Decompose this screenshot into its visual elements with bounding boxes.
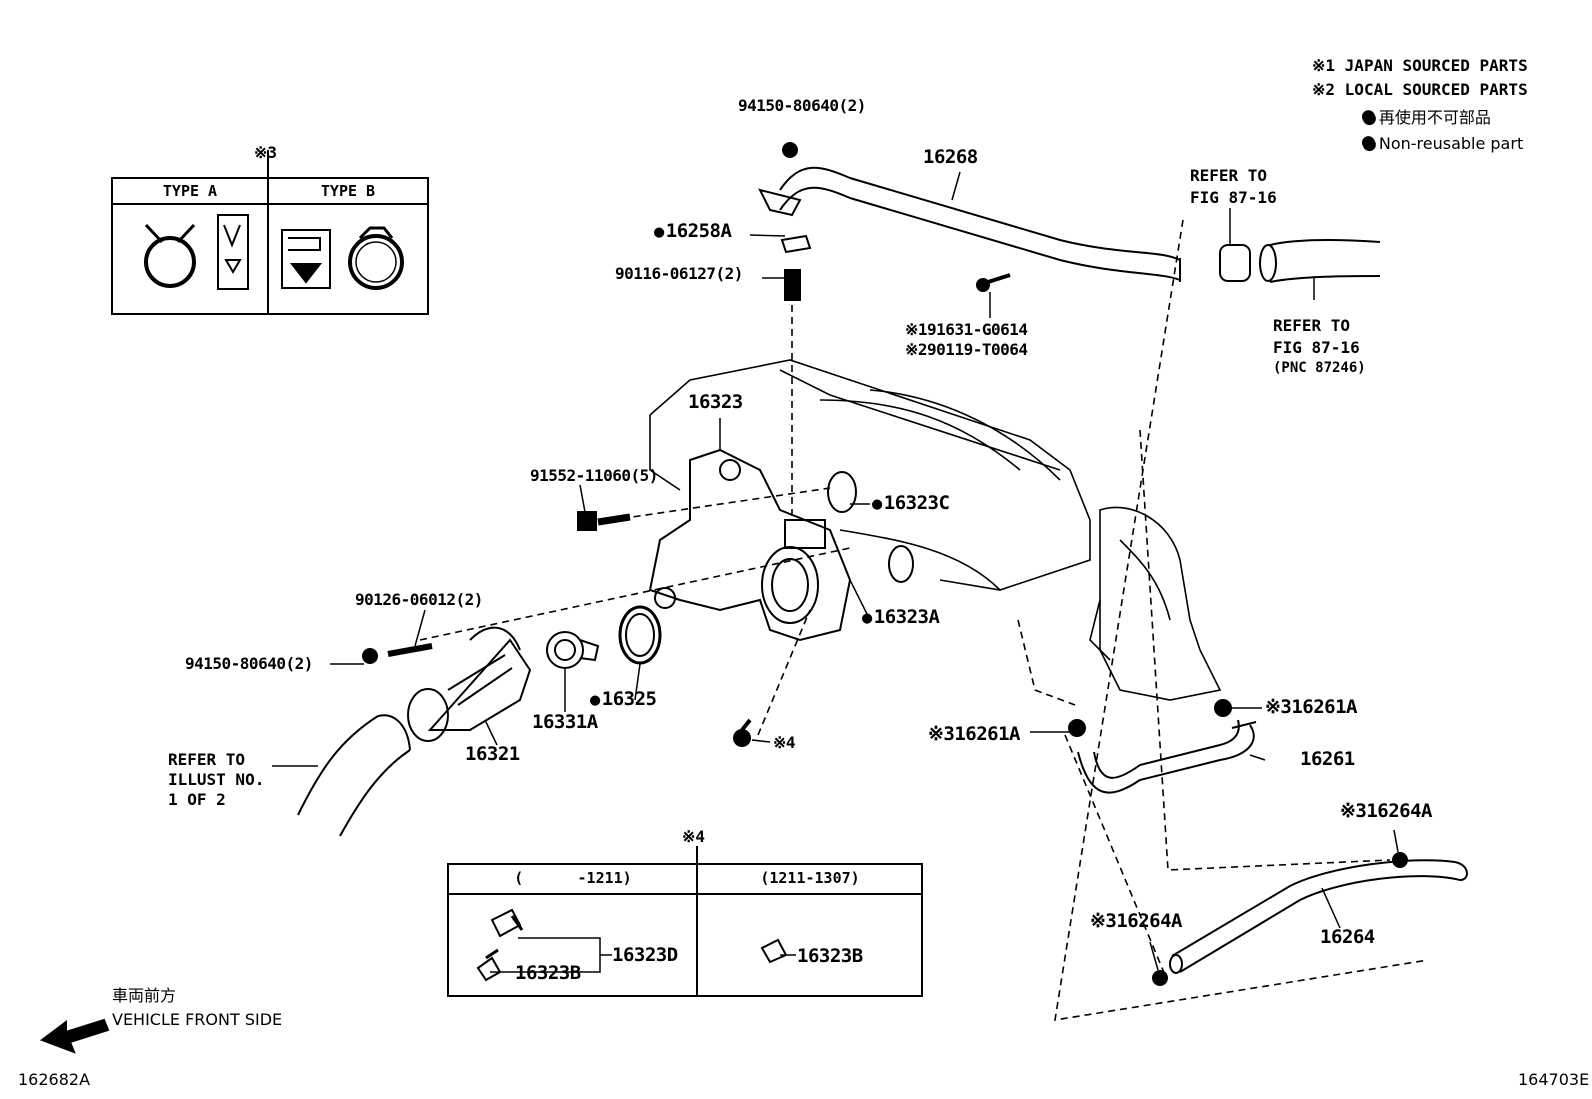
- vehicle-front-arrow-icon: [39, 1018, 110, 1054]
- inset-box: [447, 846, 923, 997]
- refer-left-line1: REFER TO: [168, 750, 246, 769]
- refer-top-line1: REFER TO: [1190, 166, 1268, 185]
- illustration-id-left: 162682A: [18, 1070, 91, 1089]
- engine-block: [649, 359, 1222, 701]
- illustration-id-right: 164703E: [1518, 1070, 1590, 1089]
- refer-right-line2: FIG 87-16: [1273, 338, 1360, 357]
- part-16264: 16264: [1320, 926, 1375, 948]
- fasteners-left: [362, 511, 752, 747]
- part-16258A: 16258A: [654, 222, 732, 241]
- legend-dot-icon-1: ●: [1361, 106, 1376, 126]
- part-16325: 16325: [590, 690, 657, 709]
- part-16323A: 16323A: [862, 608, 940, 627]
- bypass-pipe-16268: [758, 142, 1181, 301]
- legend-nonreusable-jp: 再使用不可部品: [1362, 110, 1491, 127]
- part-94150-left: 94150-80640(2): [185, 654, 313, 673]
- part-290119: ※290119-T0064: [905, 340, 1028, 359]
- part-94150-top: 94150-80640(2): [738, 96, 866, 115]
- inset-box-mark: ※4: [682, 827, 706, 846]
- hose-16261: [1068, 699, 1257, 794]
- clamp-box-mark: ※3: [254, 143, 278, 162]
- inset-col2-header: (1211-1307): [760, 869, 860, 887]
- hose-16264: [1152, 852, 1468, 986]
- clamp-type-box: [111, 150, 429, 315]
- part-16264A-bottom: ※316264A: [1090, 910, 1183, 932]
- part-90126: 90126-06012(2): [355, 590, 483, 609]
- thermostat-16331A: [546, 631, 600, 669]
- upper-hose-ref: [1219, 239, 1381, 283]
- part-90116: 90116-06127(2): [615, 264, 743, 283]
- legend-dot-icon-2: ●: [1361, 132, 1376, 152]
- refer-top-line2: FIG 87-16: [1190, 188, 1277, 207]
- part-16321: 16321: [465, 743, 520, 765]
- refer-left-line2: ILLUST NO.: [168, 770, 265, 789]
- water-inlet-16321: [407, 626, 532, 742]
- legend-local-sourced: ※2 LOCAL SOURCED PARTS: [1312, 80, 1528, 99]
- clamp-type-a-label: TYPE A: [162, 182, 218, 200]
- part-16268: 16268: [923, 146, 978, 168]
- legend-japan-sourced: ※1 JAPAN SOURCED PARTS: [1312, 56, 1528, 75]
- clamp-b-ring-icon: [348, 234, 404, 290]
- gasket-16325: [618, 605, 662, 665]
- water-outlet-16323: [648, 448, 914, 642]
- refer-right-line3: (PNC 87246): [1273, 360, 1366, 376]
- part-16323: 16323: [688, 391, 743, 413]
- refer-left-line3: 1 OF 2: [168, 790, 226, 809]
- dashed-leaders: [419, 219, 1429, 1021]
- part-16264A-top: ※316264A: [1340, 800, 1433, 822]
- refer-right-line1: REFER TO: [1273, 316, 1351, 335]
- clamp-a-ring-icon: [144, 236, 196, 288]
- part-16261: 16261: [1300, 748, 1355, 770]
- clamp-b-clip-icon: [281, 229, 331, 289]
- radiator-hose-left: [297, 714, 411, 837]
- part-191631: ※191631-G0614: [905, 320, 1028, 339]
- clamp-a-clip-icon: [217, 214, 249, 290]
- part-16323C: 16323C: [872, 494, 950, 513]
- legend-nonreusable-en: Non-reusable part: [1362, 136, 1523, 153]
- clamp-type-b-label: TYPE B: [320, 182, 376, 200]
- part-16261A-right: ※316261A: [1265, 696, 1358, 718]
- inset-col1-header: ( -1211): [514, 869, 632, 887]
- part-91552: 91552-11060(5): [530, 466, 658, 485]
- vehicle-front-jp: 車両前方: [112, 986, 177, 1005]
- part-16261A-left: ※316261A: [928, 723, 1021, 745]
- part-16323B-left: 16323B: [515, 962, 581, 984]
- leader-lines: [272, 171, 1399, 971]
- vehicle-front-en: VEHICLE FRONT SIDE: [112, 1010, 283, 1029]
- part-mark-4: ※4: [773, 733, 796, 752]
- part-16323B-right: 16323B: [797, 945, 863, 967]
- part-16323D: 16323D: [612, 944, 678, 966]
- part-16331A: 16331A: [532, 711, 598, 733]
